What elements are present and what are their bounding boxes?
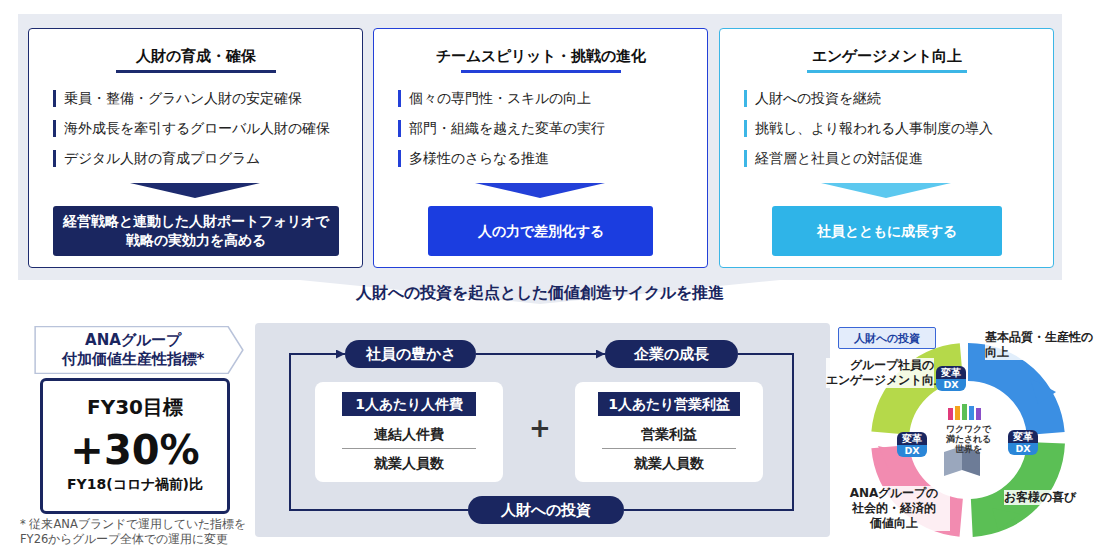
flow-caption: 人財への投資を起点とした価値創造サイクルを推進 — [300, 283, 780, 304]
node-text: 挑戦し、より報われる人事制度の導入 — [744, 120, 1031, 137]
center-slogan: ワクワクで 満たされる 世界を — [933, 424, 1003, 454]
theme-panel: 人財の育成・確保乗員・整備・グラハン人財の安定確保海外成長を牽引するグローバル人… — [28, 28, 363, 268]
cycle-panel — [255, 323, 830, 537]
cycle-label: お客様の喜び — [1004, 490, 1094, 505]
cycle-pill: 人財への投資 — [468, 496, 624, 524]
formula-card: 1人あたり人件費連結人件費就業人員数 — [315, 382, 503, 482]
node-text: 就業人員数 — [634, 454, 704, 472]
dx-badge: 変革 — [1008, 430, 1038, 443]
node-text: 人財への投資 — [854, 331, 920, 346]
node-text: 社員の豊かさ — [366, 345, 456, 364]
node-text: 経営戦略と連動した人財ポートフォリオで 戦略の実効力を高める — [63, 212, 329, 250]
node-text: 1人あたり営業利益 — [598, 392, 740, 416]
dx-badge: DX — [1008, 443, 1038, 455]
dx-badge: 変革 — [936, 366, 966, 379]
down-triangle — [475, 183, 605, 198]
node-text: FY30目標 — [87, 395, 183, 419]
node-text: 人財への投資を継続 — [744, 90, 1031, 107]
node-text: 個々の専門性・スキルの向上 — [398, 90, 685, 107]
node-text: 社員とともに成長する — [817, 222, 957, 241]
plus-sign: + — [525, 413, 555, 443]
band-chevron — [300, 280, 780, 304]
node-text: デジタル人財の育成プログラム — [53, 150, 340, 167]
indicator-tab: ANAグループ 付加価値生産性指標* — [33, 326, 245, 374]
footnote: * 従来ANAブランドで運用していた指標を FY26からグループ全体での運用に変… — [20, 517, 265, 547]
dx-badge: DX — [936, 379, 966, 391]
node-text: 海外成長を牽引するグローバル人財の確保 — [53, 120, 340, 137]
theme-panel: チームスピリット・挑戦の進化個々の専門性・スキルの向上部門・組織を越えた変革の実… — [373, 28, 708, 268]
cycle-label: グループ社員の エンゲージメント向上 — [826, 358, 934, 388]
node-text: エンゲージメント向上 — [742, 47, 1031, 65]
node-text: +30% — [70, 425, 199, 475]
node-text: 企業の成長 — [634, 345, 709, 364]
node-text: 営業利益 — [602, 425, 736, 449]
node-text: 経営層と社員との対話促進 — [744, 150, 1031, 167]
down-triangle — [130, 183, 260, 198]
node-text: 乗員・整備・グラハン人財の安定確保 — [53, 90, 340, 107]
result-box: 社員とともに成長する — [772, 206, 1002, 256]
node-text: ANAグループ 付加価値生産性指標* — [41, 331, 225, 369]
down-triangle — [821, 183, 951, 198]
cycle-tag: 人財への投資 — [838, 327, 936, 349]
theme-panel: エンゲージメント向上人財への投資を継続挑戦し、より報われる人事制度の導入経営層と… — [719, 28, 1054, 268]
node-text: FY18(コロナ禍前)比 — [67, 475, 203, 493]
result-box: 経営戦略と連動した人財ポートフォリオで 戦略の実効力を高める — [53, 206, 339, 256]
formula-card: 1人あたり営業利益営業利益就業人員数 — [575, 382, 763, 482]
top-band — [18, 14, 1062, 280]
node-text: 人財への投資 — [501, 501, 591, 520]
dx-badge: 変革 — [897, 432, 927, 445]
node-text: チームスピリット・挑戦の進化 — [396, 47, 685, 65]
target-box: FY30目標 +30%FY18(コロナ禍前)比 — [40, 378, 230, 514]
node-text: 就業人員数 — [374, 454, 444, 472]
cycle-label: 基本品質・生産性の向上 — [985, 330, 1097, 360]
node-text: 1人あたり人件費 — [342, 392, 476, 416]
node-text: 人の力で差別化する — [478, 222, 604, 241]
node-text: 連結人件費 — [342, 425, 476, 449]
cycle-pill: 社員の豊かさ — [345, 340, 476, 368]
node-text: 部門・組織を越えた変革の実行 — [398, 120, 685, 137]
cycle-pill: 企業の成長 — [605, 340, 738, 368]
cycle-connector — [476, 353, 605, 355]
node-text: 人財の育成・確保 — [51, 47, 340, 65]
node-text: 多様性のさらなる推進 — [398, 150, 685, 167]
cycle-label: ANAグループの 社会的・経済的 価値向上 — [838, 486, 950, 531]
dx-badge: DX — [897, 445, 927, 457]
result-box: 人の力で差別化する — [428, 206, 653, 256]
